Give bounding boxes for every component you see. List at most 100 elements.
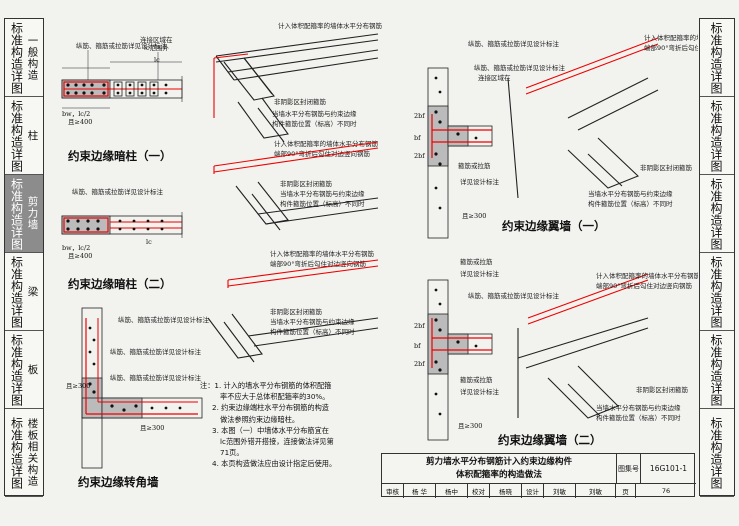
- tab-main-label: 标准构造详图: [709, 416, 723, 489]
- label-position-note-5: 当墙水平分布钢筋与约束边缘: [270, 317, 355, 326]
- label-wing2-pos-1: 当墙水平分布钢筋与约束边缘: [596, 403, 681, 412]
- dim-400-2: 且≥400: [68, 252, 92, 260]
- tab-sub-label: 楼板相关构造: [26, 418, 39, 487]
- label-corner-ties: 纵筋、箍筋或拉筋详见设计标注: [110, 373, 202, 382]
- right-tab-3[interactable]: 标准构造详图: [700, 253, 734, 331]
- left-tab-4[interactable]: 标准构造详图板: [5, 331, 43, 409]
- label-wall-bar-1: 计入体积配箍率的墙体水平分布钢筋: [278, 21, 383, 30]
- left-tab-3[interactable]: 标准构造详图梁: [5, 253, 43, 331]
- caption-column-2: 约束边缘暗柱（二）: [68, 277, 172, 291]
- right-tab-1[interactable]: 标准构造详图: [700, 97, 734, 175]
- label-wing2-hook-1: 计入体积配箍率的墙体水平分布钢筋: [596, 271, 698, 280]
- label-lap-zone-2: lc范围外: [144, 43, 169, 52]
- left-tab-0[interactable]: 标准构造详图一般构造: [5, 19, 43, 97]
- note-line: 率不应大于总体积配箍率的30%。: [220, 392, 330, 402]
- signature-cell: 76: [661, 487, 671, 495]
- left-sidebar: 标准构造详图一般构造标准构造详图柱标准构造详图剪力墙标准构造详图梁标准构造详图板…: [4, 18, 44, 497]
- label-wing2-stirrup: 箍筋或拉筋: [460, 257, 493, 266]
- tab-sub-label: 板: [26, 363, 39, 376]
- label-wing2-hook-2: 端部90°弯折后勾住对边竖向钢筋: [596, 281, 693, 290]
- right-tab-5[interactable]: 标准构造详图: [700, 409, 734, 497]
- tab-sub-label: 一般构造: [26, 34, 39, 81]
- label-wing2-pos-2: 构件箍筋位置（标高）不同时: [596, 413, 681, 422]
- label-wing2-see: 详见设计标注: [460, 269, 500, 278]
- label-hook-1: 计入体积配箍率的墙体水平分布钢筋: [274, 139, 379, 148]
- tab-main-label: 标准构造详图: [709, 255, 723, 328]
- dim-300-wing: 且≥300: [462, 212, 486, 220]
- iso-wing-1: [507, 37, 659, 199]
- note-line: 71页。: [220, 448, 244, 458]
- title-block-title: 剪力墙水平分布钢筋计入约束边缘构件 体积配箍率的构造做法: [382, 454, 617, 484]
- atlas-number: 16G101-1: [641, 454, 696, 484]
- label-ties-wing: 纵筋、箍筋或拉筋详见设计标注: [474, 63, 566, 72]
- label-non-shade-1: 非阴影区封闭箍筋: [274, 97, 327, 106]
- caption-column-1: 约束边缘暗柱（一）: [68, 149, 172, 163]
- label-wing2-stirrup-b: 箍筋或拉筋: [460, 375, 493, 384]
- label-lap-wing: 连接区域在: [478, 73, 511, 82]
- label-wing-hook-1: 计入体积配箍率的墙体水平分布钢筋: [644, 33, 698, 42]
- tab-main-label: 标准构造详图: [709, 333, 723, 406]
- right-tab-4[interactable]: 标准构造详图: [700, 331, 734, 409]
- dim-bw-lc2-2: bw，lc/2: [62, 244, 90, 252]
- edge-column-1-detail: bw，lc/2 且≥400 纵筋、箍筋或拉筋详见设计标注 连接区域在 lc范围外…: [61, 35, 183, 163]
- construction-drawing: bw，lc/2 且≥400 纵筋、箍筋或拉筋详见设计标注 连接区域在 lc范围外…: [61, 21, 698, 489]
- dim-lc-2: lc: [146, 238, 152, 246]
- note-line: 4. 本页构造做法应由设计指定后使用。: [212, 459, 337, 469]
- signature-cell: 设计: [522, 484, 544, 498]
- label-corner-1: 纵筋、箍筋或拉筋详见设计标注: [118, 315, 210, 324]
- right-tab-0[interactable]: 标准构造详图: [700, 19, 734, 97]
- tab-main-label: 标准构造详图: [9, 99, 24, 172]
- signature-cell: 刘敏: [544, 484, 576, 498]
- label-corner-2: 纵筋、箍筋或拉筋详见设计标注: [110, 347, 202, 356]
- signature-cell: 杨中: [436, 484, 468, 498]
- signature-cell: 杨晓: [490, 484, 522, 498]
- label-stirrup-or-tie: 箍筋或拉筋: [458, 161, 491, 170]
- tab-main-label: 标准构造详图: [9, 255, 24, 328]
- label-position-note-3: 当墙水平分布钢筋与约束边缘: [280, 189, 365, 198]
- signature-cell: 刘敏: [576, 484, 616, 498]
- dim-bf-w2: bf: [414, 342, 421, 350]
- dim-300-w2: 且≥300: [458, 422, 482, 430]
- signature-cell: 校对: [468, 484, 490, 498]
- tab-main-label: 标准构造详图: [9, 333, 24, 406]
- label-hook-2: 端部90°弯折后勾住对边竖向钢筋: [274, 149, 371, 158]
- signature-cell: 页: [616, 484, 636, 498]
- label-wing2-nonshade: 非阴影区封闭箍筋: [636, 385, 689, 394]
- right-tab-2[interactable]: 标准构造详图: [700, 175, 734, 253]
- note-line: 做法参照约束边缘暗柱。: [220, 414, 300, 424]
- left-tab-1[interactable]: 标准构造详图柱: [5, 97, 43, 175]
- signature-cell: 杨 华: [404, 484, 436, 498]
- label-wing-pos-1: 当墙水平分布钢筋与约束边缘: [588, 189, 673, 198]
- left-tab-5[interactable]: 标准构造详图楼板相关构造: [5, 409, 43, 497]
- wing-wall-1-detail: 纵筋、箍筋或拉筋详见设计标注 连接区域在 纵筋、箍筋或拉筋详见设计标注 箍筋或拉…: [414, 39, 606, 239]
- caption-wing-1: 约束边缘翼墙（一）: [502, 219, 606, 233]
- notes-block: 注：1. 计入的墙水平分布钢筋的体积配箍率不应大于总体积配箍率的30%。2. 约…: [200, 380, 368, 470]
- label-stirrup-tie: 纵筋、箍筋或拉筋详见设计标注: [76, 41, 168, 50]
- note-line: 2. 约束边缘端柱水平分布钢筋的构造: [212, 403, 329, 413]
- label-stirrup-tie-2: 纵筋、箍筋或拉筋详见设计标注: [72, 187, 164, 196]
- corner-wall-detail: 纵筋、箍筋或拉筋详见设计标注 纵筋、箍筋或拉筋详见设计标注 纵筋、箍筋或拉筋详见…: [66, 307, 210, 489]
- tab-main-label: 标准构造详图: [9, 416, 24, 489]
- label-lap-zone: 连接区域在: [140, 35, 173, 44]
- label-non-shade-2: 非阴影区封闭箍筋: [280, 179, 333, 188]
- label-wing2-ties: 纵筋、箍筋或拉筋详见设计标注: [468, 291, 560, 300]
- tab-sub-label: 梁: [26, 285, 39, 298]
- note-line: lc范围外错开搭接，连接做法详见第: [220, 437, 334, 447]
- label-position-note-4: 构件箍筋位置（标高）不同时: [280, 199, 365, 208]
- title-line-1: 剪力墙水平分布钢筋计入约束边缘构件: [425, 457, 573, 467]
- tab-main-label: 标准构造详图: [9, 21, 24, 94]
- label-position-note-6: 构件箍筋位置（标高）不同时: [270, 327, 355, 336]
- dim-2bf-w2: 2bf: [414, 322, 425, 330]
- label-see-design: 详见设计标注: [460, 177, 500, 186]
- left-tab-2[interactable]: 标准构造详图剪力墙: [5, 175, 43, 253]
- label-stirrup-wing-1: 纵筋、箍筋或拉筋详见设计标注: [468, 39, 560, 48]
- title-line-2: 体积配箍率的构造做法: [456, 470, 542, 480]
- dim-bw-lc2: bw，lc/2: [62, 110, 90, 118]
- iso-column-2: [213, 141, 379, 231]
- label-hook-4: 端部90°弯折后勾住对边竖向钢筋: [270, 259, 367, 268]
- dim-2bf-w2b: 2bf: [414, 360, 425, 368]
- tab-sub-label: 柱: [26, 129, 39, 142]
- iso-column-1: [213, 33, 379, 143]
